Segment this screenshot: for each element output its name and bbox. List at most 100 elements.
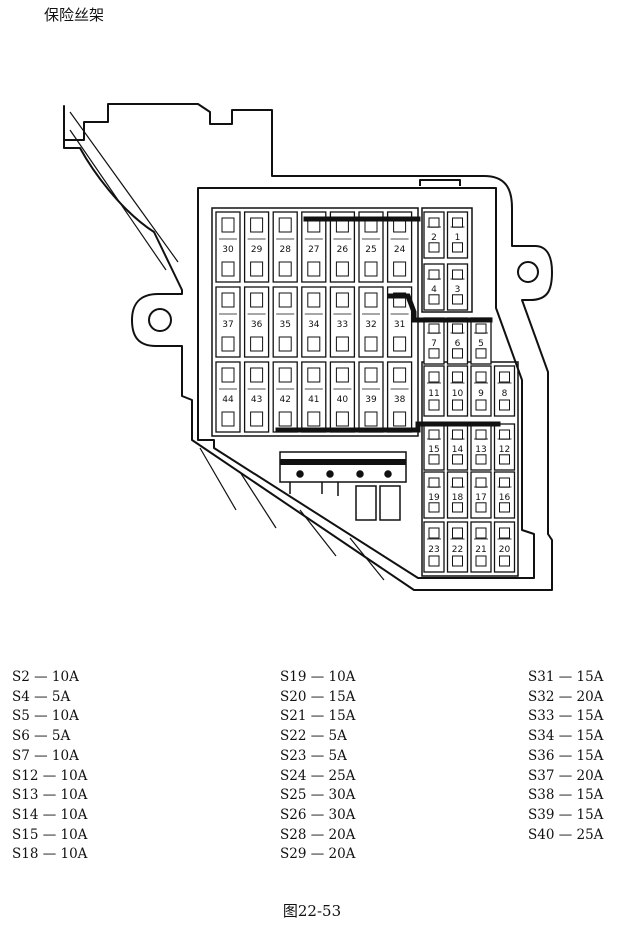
fuse-3: 3 xyxy=(446,263,469,311)
fuse-1: 1 xyxy=(446,211,469,259)
fuse-26: 26 xyxy=(329,211,356,283)
fuse-12: 12 xyxy=(493,423,516,471)
fuse-label: 8 xyxy=(502,389,508,399)
fuse-label: 37 xyxy=(222,320,233,330)
fuse-18: 18 xyxy=(446,471,469,519)
fuse-17: 17 xyxy=(470,471,492,519)
figure-caption: 图22-53 xyxy=(282,902,342,920)
fuse-43: 43 xyxy=(243,361,270,433)
fuse-label: 30 xyxy=(222,245,234,255)
fuse-rating: S14 — 10A xyxy=(12,806,88,823)
fuse-label: 39 xyxy=(365,395,377,405)
fuse-rating: S26 — 30A xyxy=(280,806,356,823)
fuse-rating: S5 — 10A xyxy=(12,708,79,725)
fuse-rating: S36 — 15A xyxy=(528,747,604,764)
fuse-label: 36 xyxy=(251,320,263,330)
fuse-11: 11 xyxy=(423,365,445,417)
fuse-5: 5 xyxy=(470,317,492,365)
fuse-10: 10 xyxy=(446,365,469,417)
fuse-label: 32 xyxy=(365,320,376,330)
fuse-rating: S39 — 15A xyxy=(528,806,604,823)
fuse-label: 40 xyxy=(337,395,349,405)
diagram-title: 保险丝架 xyxy=(44,6,105,24)
fuse-27: 27 xyxy=(301,211,327,283)
fuse-label: 9 xyxy=(478,389,484,399)
fuse-35: 35 xyxy=(272,286,298,358)
fuse-label: 17 xyxy=(475,493,486,503)
fuse-rating: S19 — 10A xyxy=(280,669,356,685)
upper-relay-panel xyxy=(421,207,473,313)
fuse-rating: S31 — 15A xyxy=(528,669,604,685)
fuse-label: 35 xyxy=(279,320,290,330)
fuse-label: 4 xyxy=(431,285,437,295)
fuse-16: 16 xyxy=(493,471,516,519)
fuse-rating: S2 — 10A xyxy=(12,669,79,685)
fuse-rating: S4 — 5A xyxy=(12,688,71,705)
fuse-rating: S29 — 20A xyxy=(280,846,356,863)
fuse-label: 13 xyxy=(475,445,486,455)
fuse-29: 29 xyxy=(243,211,270,283)
fuse-label: 33 xyxy=(337,320,348,330)
fuse-33: 33 xyxy=(329,286,356,358)
fuse-25: 25 xyxy=(358,211,384,283)
fuse-label: 15 xyxy=(428,445,439,455)
fuse-label: 28 xyxy=(279,245,291,255)
fuse-20: 20 xyxy=(493,521,516,573)
fuse-28: 28 xyxy=(272,211,298,283)
fuse-label: 22 xyxy=(452,545,463,555)
fuse-19: 19 xyxy=(423,471,445,519)
fuse-6: 6 xyxy=(446,317,469,365)
fuse-label: 31 xyxy=(394,320,405,330)
fuse-label: 11 xyxy=(428,389,439,399)
fuse-rating: S24 — 25A xyxy=(280,767,356,784)
fuse-rating: S37 — 20A xyxy=(528,767,604,784)
fuse-21: 21 xyxy=(470,521,492,573)
fuse-label: 38 xyxy=(394,395,406,405)
fuse-rating: S12 — 10A xyxy=(12,767,88,784)
fuse-30: 30 xyxy=(215,211,241,283)
fuse-label: 41 xyxy=(308,395,319,405)
fuse-rating: S13 — 10A xyxy=(12,787,88,804)
fuse-label: 24 xyxy=(394,245,406,255)
fuse-rating: S22 — 5A xyxy=(280,728,347,745)
fuse-36: 36 xyxy=(243,286,270,358)
housing-hatching xyxy=(69,111,385,581)
fuse-label: 29 xyxy=(251,245,263,255)
fuse-rating: S34 — 15A xyxy=(528,728,604,745)
fuse-rating: S33 — 15A xyxy=(528,708,604,725)
fuse-15: 15 xyxy=(423,423,445,471)
bus-bars xyxy=(275,216,501,433)
fuse-9: 9 xyxy=(470,365,492,417)
fuse-44: 44 xyxy=(215,361,241,433)
fuse-label: 42 xyxy=(279,395,290,405)
fuse-rating: S18 — 10A xyxy=(12,846,88,863)
fuse-23: 23 xyxy=(423,521,445,573)
fuse-label: 23 xyxy=(428,545,439,555)
fuse-label: 2 xyxy=(431,233,437,243)
fuse-label: 26 xyxy=(337,245,349,255)
fuse-7: 7 xyxy=(423,317,445,365)
fuse-13: 13 xyxy=(470,423,492,471)
connector-strip xyxy=(279,451,407,521)
fuse-label: 43 xyxy=(251,395,262,405)
fuse-rating: S28 — 20A xyxy=(280,826,356,843)
fuse-label: 16 xyxy=(499,493,511,503)
fuse-40: 40 xyxy=(329,361,356,433)
fuse-rating: S40 — 25A xyxy=(528,826,604,843)
fuse-rating: S23 — 5A xyxy=(280,747,347,764)
fuse-8: 8 xyxy=(493,365,516,417)
fuse-label: 34 xyxy=(308,320,320,330)
main-fuse-grid: 30 29 28 27 26 25 24 37 36 35 34 33 32 31 44 43 42 41 40 39… xyxy=(215,211,413,433)
fuse-label: 27 xyxy=(308,245,319,255)
fuse-rating: S20 — 15A xyxy=(280,688,356,705)
fuse-label: 10 xyxy=(452,389,464,399)
fuse-2: 2 xyxy=(423,211,445,259)
fuse-32: 32 xyxy=(358,286,384,358)
fuse-label: 12 xyxy=(499,445,510,455)
housing-outline xyxy=(63,103,553,591)
